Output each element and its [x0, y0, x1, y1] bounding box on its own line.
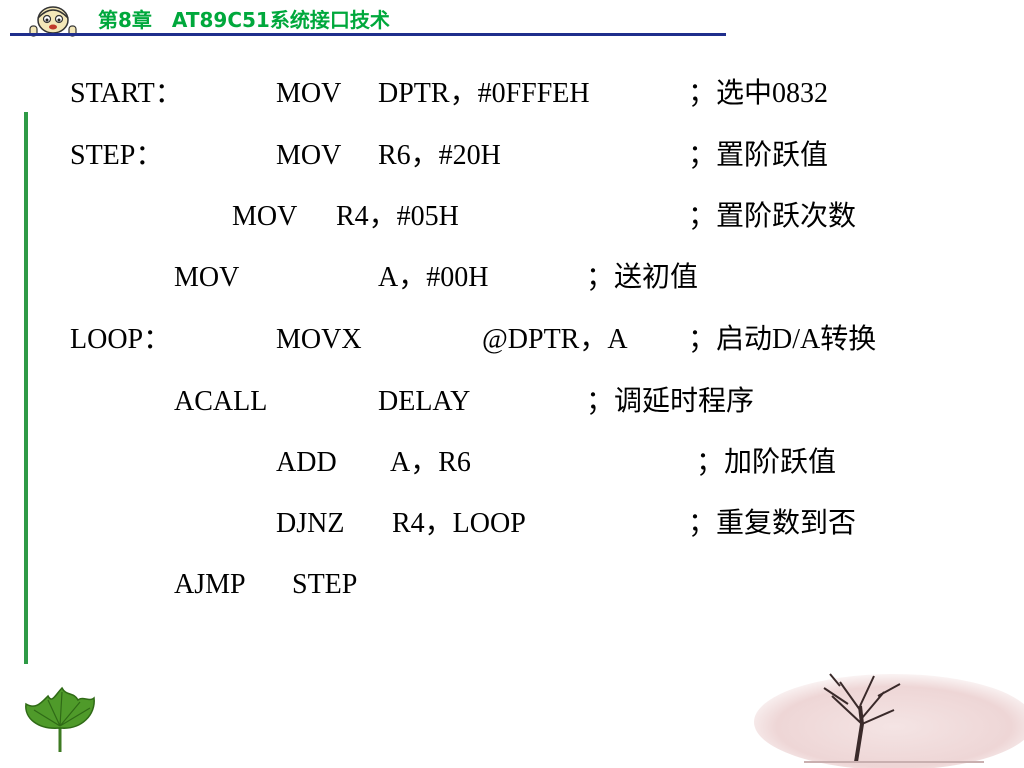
- code-operand: STEP: [292, 569, 358, 600]
- code-opcode: AJMP: [174, 569, 246, 600]
- code-opcode: ADD: [276, 447, 337, 478]
- code-opcode: MOVX: [276, 324, 362, 355]
- code-comment: ；置阶跃值: [688, 140, 829, 171]
- code-operand: R4，#05H: [336, 201, 459, 232]
- bare-tree-icon: [754, 673, 1024, 768]
- code-comment: ；启动D/A转换: [688, 324, 877, 355]
- green-leaf-icon: [25, 686, 95, 752]
- code-comment: ；重复数到否: [688, 508, 857, 539]
- code-label: LOOP：: [70, 324, 172, 355]
- code-comment: ；加阶跃值: [696, 447, 837, 478]
- code-opcode: MOV: [276, 140, 342, 171]
- slide-header: 第8章 AT89C51系统接口技术: [0, 0, 1024, 40]
- code-comment: ；选中0832: [688, 78, 829, 109]
- code-opcode: DJNZ: [276, 508, 345, 539]
- code-operand: DELAY: [378, 386, 471, 417]
- code-operand: A，R6: [390, 447, 471, 478]
- code-operand: A，#00H: [378, 262, 489, 293]
- code-comment: ；调延时程序: [586, 386, 755, 417]
- code-operand: @DPTR，A: [482, 324, 628, 355]
- code-opcode: MOV: [232, 201, 298, 232]
- header-divider: [10, 33, 726, 36]
- code-comment: ；送初值: [586, 262, 699, 293]
- code-label: START：: [70, 78, 183, 109]
- code-opcode: ACALL: [174, 386, 268, 417]
- code-operand: DPTR，#0FFFEH: [378, 78, 590, 109]
- code-label: STEP：: [70, 140, 164, 171]
- code-operand: R6，#20H: [378, 140, 501, 171]
- code-comment: ；置阶跃次数: [688, 201, 857, 232]
- cartoon-face-icon: [29, 6, 77, 37]
- code-opcode: MOV: [276, 78, 342, 109]
- code-opcode: MOV: [174, 262, 240, 293]
- left-accent-bar: [24, 112, 28, 664]
- slide-title: 第8章 AT89C51系统接口技术: [98, 8, 390, 32]
- code-operand: R4，LOOP: [392, 508, 526, 539]
